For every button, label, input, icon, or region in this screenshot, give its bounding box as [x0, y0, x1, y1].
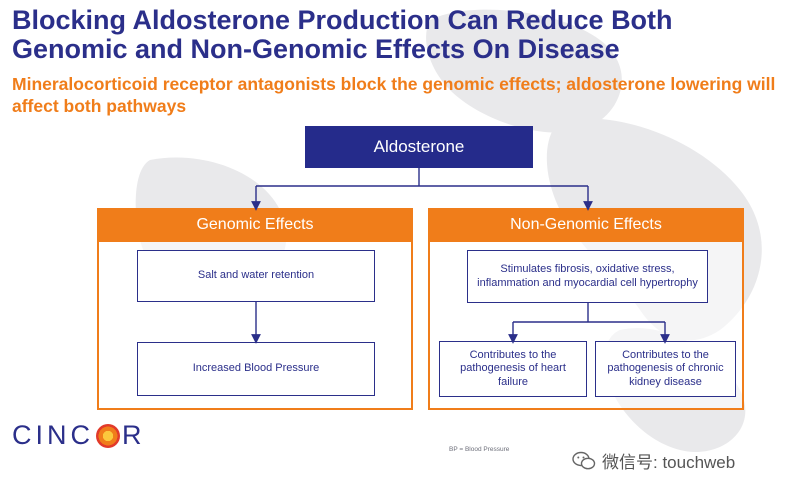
aldosterone-label: Aldosterone [373, 137, 465, 156]
salt-water-retention-label: Salt and water retention [197, 269, 315, 282]
increased-blood-pressure-box: Increased Blood Pressure [137, 342, 375, 396]
chronic-kidney-disease-label: Contributes to the pathogenesis of chron… [607, 348, 724, 388]
chronic-kidney-disease-box: Contributes to the pathogenesis of chron… [595, 341, 736, 397]
slide-title: Blocking Aldosterone Production Can Redu… [12, 5, 673, 64]
aldosterone-box: Aldosterone [305, 126, 533, 168]
cincor-logo: CINC R [12, 420, 146, 451]
logo-text-left: CINC [12, 420, 94, 450]
salt-water-retention-box: Salt and water retention [137, 250, 375, 302]
non-genomic-effects-header: Non-Genomic Effects [428, 208, 744, 242]
wechat-watermark: 微信号: touchweb [572, 448, 735, 473]
genomic-effects-header: Genomic Effects [97, 208, 413, 242]
slide-subtitle: Mineralocorticoid receptor antagonists b… [12, 74, 776, 116]
logo-text-right: R [122, 420, 146, 450]
non-genomic-effects-title: Non-Genomic Effects [510, 216, 662, 233]
heart-failure-label: Contributes to the pathogenesis of heart… [460, 348, 566, 388]
heart-failure-box: Contributes to the pathogenesis of heart… [439, 341, 587, 397]
wechat-icon [572, 451, 596, 469]
footnote: BP = Blood Pressure [449, 446, 510, 453]
fibrosis-stress-label: Stimulates fibrosis, oxidative stress, i… [477, 263, 698, 289]
increased-blood-pressure-label: Increased Blood Pressure [192, 362, 320, 375]
genomic-effects-title: Genomic Effects [196, 216, 314, 233]
fibrosis-stress-box: Stimulates fibrosis, oxidative stress, i… [467, 250, 708, 303]
logo-o-mark-icon [96, 423, 120, 448]
watermark-text: 微信号: touchweb [602, 453, 736, 472]
